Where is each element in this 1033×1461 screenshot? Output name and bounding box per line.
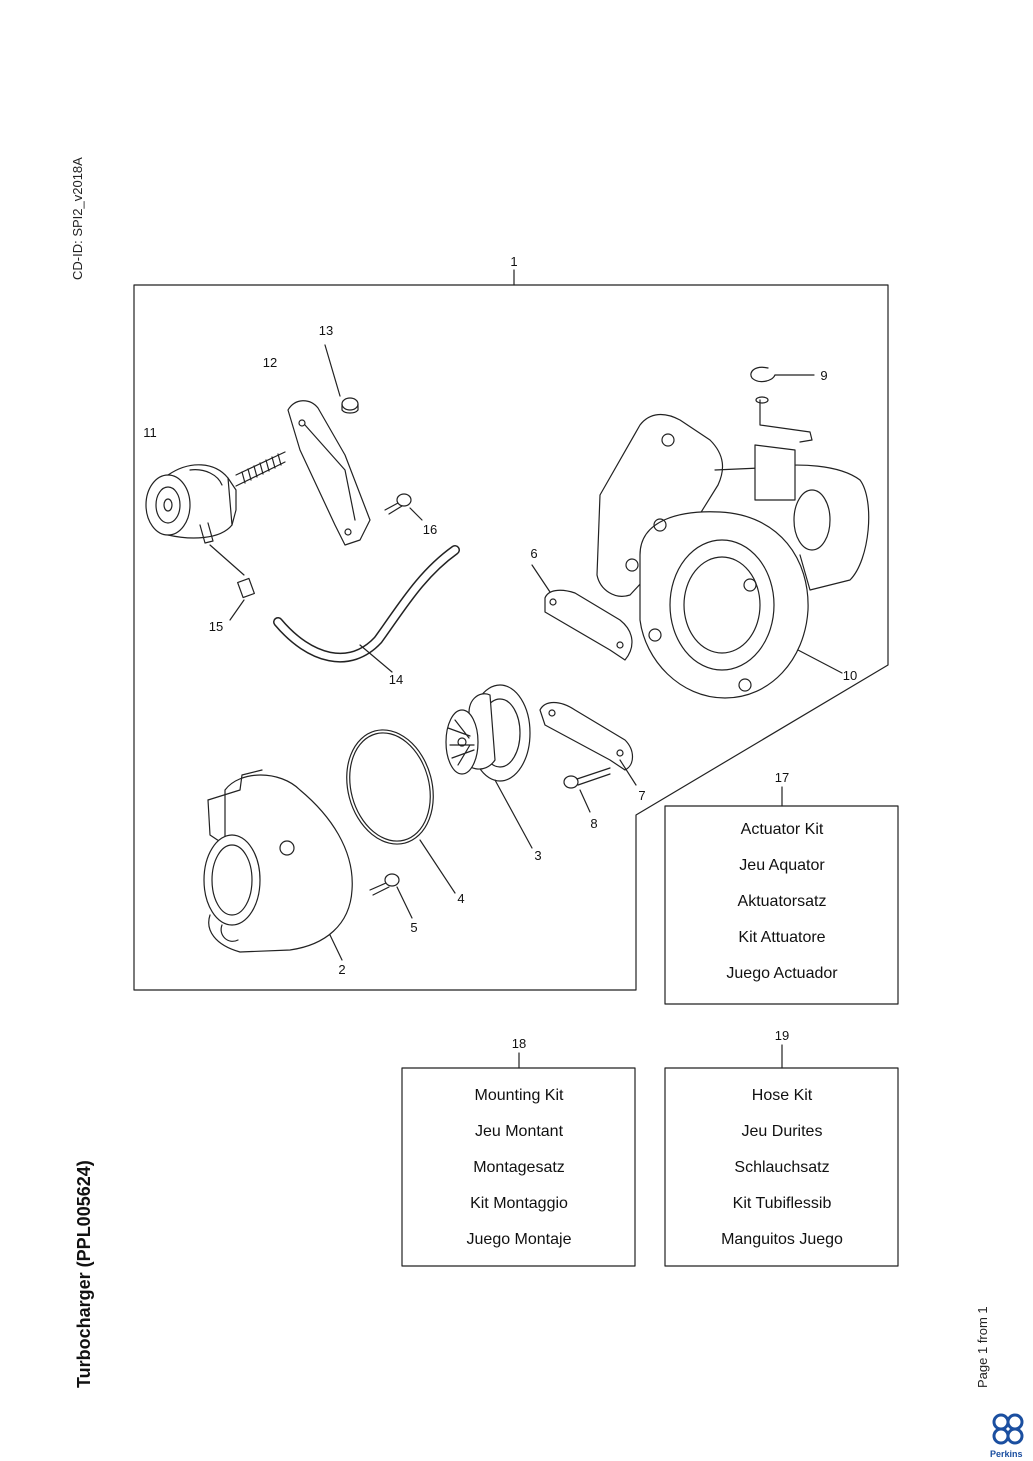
callout-16: 16 <box>423 522 437 537</box>
gasket-7 <box>539 701 637 786</box>
bolt-16 <box>384 493 423 521</box>
hose-kit-it: Kit Tubiflessib <box>733 1195 832 1212</box>
assembly-boundary <box>133 284 889 991</box>
mounting-kit-de: Montagesatz <box>473 1159 565 1176</box>
callout-12: 12 <box>263 355 277 370</box>
hose-kit-names: Hose Kit Jeu Durites Schlauchsatz Kit Tu… <box>721 1087 843 1248</box>
callout-14: 14 <box>389 672 403 687</box>
circlip <box>750 366 815 383</box>
cartridge <box>445 684 533 849</box>
callout-13: 13 <box>319 323 333 338</box>
callout-19: 19 <box>775 1028 789 1043</box>
actuator-kit-it: Kit Attuatore <box>738 929 825 946</box>
mounting-kit-en: Mounting Kit <box>475 1087 564 1104</box>
callout-18: 18 <box>512 1036 526 1051</box>
callout-9: 9 <box>820 368 827 383</box>
bolt-5 <box>369 873 413 919</box>
actuator-kit-de: Aktuatorsatz <box>738 893 827 910</box>
callout-17: 17 <box>775 770 789 785</box>
mounting-kit-it: Kit Montaggio <box>470 1195 568 1212</box>
callout-2: 2 <box>338 962 345 977</box>
callout-1: 1 <box>510 254 517 269</box>
mounting-kit-es: Juego Montaje <box>467 1231 572 1248</box>
mounting-kit-names: Mounting Kit Jeu Montant Montagesatz Kit… <box>467 1087 572 1248</box>
actuator-kit-names: Actuator Kit Jeu Aquator Aktuatorsatz Ki… <box>726 821 838 982</box>
compressor-housing <box>203 769 353 961</box>
callout-11: 11 <box>143 425 157 440</box>
o-ring <box>346 729 456 894</box>
callout-6: 6 <box>530 546 537 561</box>
bolt-8 <box>563 767 611 813</box>
actuator-kit-en: Actuator Kit <box>741 821 824 838</box>
callout-15: 15 <box>209 619 223 634</box>
hose-kit-fr: Jeu Durites <box>742 1123 823 1140</box>
hose <box>273 545 460 673</box>
callout-7: 7 <box>638 788 645 803</box>
callout-4: 4 <box>457 891 464 906</box>
callout-5: 5 <box>410 920 417 935</box>
actuator-kit-fr: Jeu Aquator <box>739 857 825 874</box>
callout-8: 8 <box>590 816 597 831</box>
callout-3: 3 <box>534 848 541 863</box>
turbine-housing <box>596 396 870 699</box>
nut <box>324 344 359 414</box>
perkins-logo-icon <box>992 1413 1024 1445</box>
gasket-6 <box>531 564 633 661</box>
actuator-canister <box>145 451 286 544</box>
callout-10: 10 <box>843 668 857 683</box>
hose-kit-es: Manguitos Juego <box>721 1231 843 1248</box>
brand-name: Perkins <box>990 1449 1023 1459</box>
actuator-bracket <box>287 400 371 546</box>
hose-kit-en: Hose Kit <box>752 1087 813 1104</box>
mounting-kit-fr: Jeu Montant <box>475 1123 564 1140</box>
hose-kit-de: Schlauchsatz <box>734 1159 829 1176</box>
hose-clip <box>209 544 255 621</box>
actuator-kit-es: Juego Actuador <box>726 965 838 982</box>
